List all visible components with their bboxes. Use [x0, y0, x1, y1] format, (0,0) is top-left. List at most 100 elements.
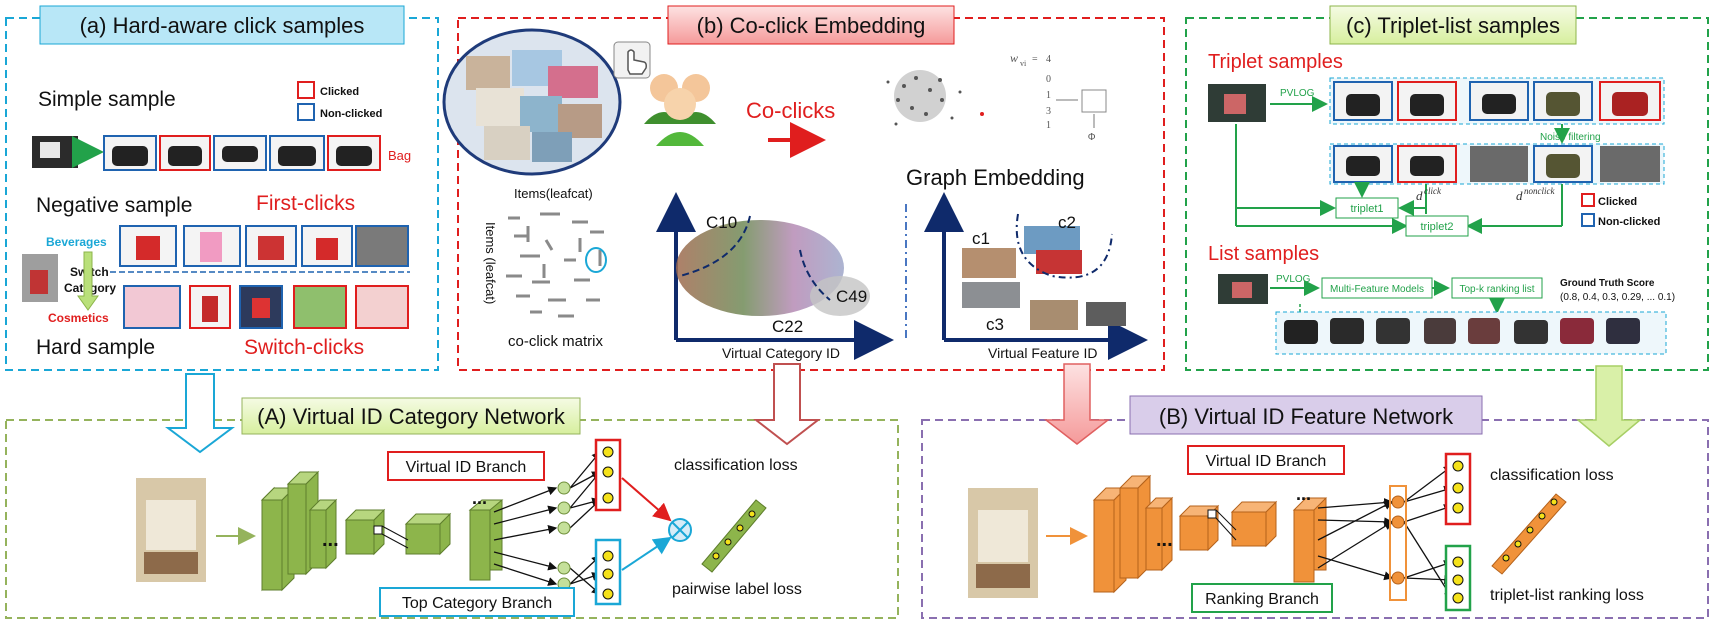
net-b-fc-blocks	[1292, 497, 1328, 583]
net-a-top-output-nodes	[602, 550, 614, 600]
mfm-label: Multi-Feature Models	[1330, 284, 1424, 295]
panel-c-title: (c) Triplet-list samples	[1346, 13, 1560, 38]
c49-label: C49	[836, 287, 867, 306]
legend-clicked-label: Clicked	[320, 86, 359, 98]
d-nonclick-sup: nonclick	[1524, 186, 1555, 196]
switch-clicks-label: Switch-clicks	[244, 336, 364, 359]
triplet-row1-items	[1333, 81, 1661, 121]
panel-a-title: (a) Hard-aware click samples	[80, 13, 365, 38]
feature-images	[962, 226, 1126, 330]
svg-text:w: w	[1010, 51, 1018, 65]
triplet1-box	[1335, 197, 1399, 219]
net-a-kernel-line-1	[381, 525, 409, 541]
net-a-conv-stack	[260, 470, 338, 592]
svg-text:0: 0	[1046, 74, 1051, 85]
c22-label: C22	[772, 317, 803, 336]
c49-boundary	[799, 249, 831, 301]
gt-values: (0.8, 0.4, 0.3, 0.29, ... 0.1)	[1560, 292, 1675, 303]
first-clicks-label: First-clicks	[256, 192, 355, 215]
net-a-top-branch-box	[379, 587, 575, 617]
panel-a-title-box	[39, 5, 405, 45]
panel-b-title-box	[667, 5, 955, 45]
graph-embedding-label: Graph Embedding	[906, 165, 1085, 190]
otimes-icon	[668, 518, 692, 542]
net-b-hidden-nodes	[1391, 495, 1405, 585]
net-b-dots: ...	[1156, 529, 1173, 551]
list-row-items	[1284, 318, 1640, 344]
c-legend-clicked-swatch	[1581, 193, 1595, 207]
svg-text:vi: vi	[1020, 59, 1027, 68]
triplet-samples-label: Triplet samples	[1208, 51, 1343, 73]
svg-text:Φ: Φ	[1088, 132, 1095, 143]
legend-nonclicked-swatch	[297, 103, 315, 121]
net-a-title: (A) Virtual ID Category Network	[257, 404, 566, 429]
gt-title: Ground Truth Score	[1560, 278, 1655, 289]
svg-text:4: 4	[1046, 54, 1051, 65]
items-side-label: Items (leafcat)	[483, 222, 498, 304]
embedding-formula: w vi = 4 0 1 3 1 Φ	[1010, 51, 1107, 143]
net-b-rank-output-nodes	[1452, 556, 1464, 604]
net-a-embedding-vector	[701, 499, 767, 573]
flow-arrow-b-right	[1043, 363, 1111, 445]
matrix-highlight	[585, 247, 607, 273]
net-a-top-branch-label: Top Category Branch	[402, 595, 552, 612]
panel-c-title-box	[1329, 5, 1577, 45]
net-a-kernel	[373, 525, 383, 535]
net-a-red-arrow	[621, 477, 672, 522]
d-click-label: d	[1416, 188, 1423, 203]
c10-label: C10	[706, 213, 737, 232]
net-a-kernel-line-2	[381, 533, 409, 549]
svg-text:1: 1	[1046, 90, 1051, 101]
net-a-pair-loss: pairwise label loss	[672, 581, 802, 598]
vcat-id-label: Virtual Category ID	[722, 345, 840, 361]
c3-label: c3	[986, 315, 1004, 334]
users-icon	[644, 74, 716, 146]
negative-row-items	[119, 225, 409, 267]
net-a-cyan-arrow	[621, 536, 672, 571]
item-collage	[466, 50, 602, 162]
hand-pointer-icon	[613, 41, 651, 79]
beverages-label: Beverages	[46, 235, 107, 249]
simple-sample-label: Simple sample	[38, 88, 176, 111]
net-a-vid-branch-label: Virtual ID Branch	[406, 459, 527, 476]
net-a-feature-blocks	[344, 508, 452, 556]
net-b-connections	[1317, 465, 1454, 600]
d-click-sup: click	[1424, 186, 1442, 196]
net-b-hidden-box	[1389, 485, 1407, 601]
noise-filtering-label: Noise filtering	[1540, 132, 1601, 143]
triplet-connectors	[1235, 124, 1563, 234]
net-a-vid-branch-box	[387, 451, 545, 481]
svg-text:=: =	[1032, 54, 1038, 65]
flow-arrow-c	[1575, 365, 1643, 447]
vfeat-id-label: Virtual Feature ID	[988, 345, 1097, 361]
legend-clicked-swatch	[297, 81, 315, 99]
c2-label: c2	[1058, 213, 1076, 232]
net-a-hidden-nodes	[557, 481, 571, 591]
c2-boundary	[1015, 213, 1113, 279]
c-legend-nonclicked-swatch	[1581, 213, 1595, 227]
net-b-kernel	[1207, 509, 1217, 519]
cosmetics-label: Cosmetics	[48, 311, 109, 325]
net-a-cls-loss: classification loss	[674, 457, 798, 474]
triplet2-box	[1405, 215, 1469, 237]
flow-arrow-a	[165, 373, 235, 454]
triplet2-label: triplet2	[1420, 221, 1453, 233]
net-b-title-box	[1129, 395, 1483, 435]
list-pvlog-label: PVLOG	[1276, 274, 1311, 285]
net-b-rank-branch-label: Ranking Branch	[1205, 591, 1319, 608]
graph-cloud	[886, 70, 984, 126]
net-b-vid-output-nodes	[1452, 460, 1464, 514]
pvlog-label: PVLOG	[1280, 88, 1315, 99]
panel-b-title: (b) Co-click Embedding	[697, 13, 926, 38]
list-samples-label: List samples	[1208, 243, 1319, 265]
net-b-kernel-line-1	[1215, 509, 1237, 531]
net-b-dots-2: ...	[1296, 484, 1311, 504]
negative-sample-label: Negative sample	[36, 194, 192, 217]
hard-row-items	[123, 285, 409, 329]
net-b-kernel-line-2	[1215, 517, 1237, 541]
net-b-trip-loss: triplet-list ranking loss	[1490, 587, 1644, 604]
d-nonclick-label: d	[1516, 188, 1523, 203]
c-legend-clicked-label: Clicked	[1598, 196, 1637, 208]
net-b-cls-loss: classification loss	[1490, 467, 1614, 484]
